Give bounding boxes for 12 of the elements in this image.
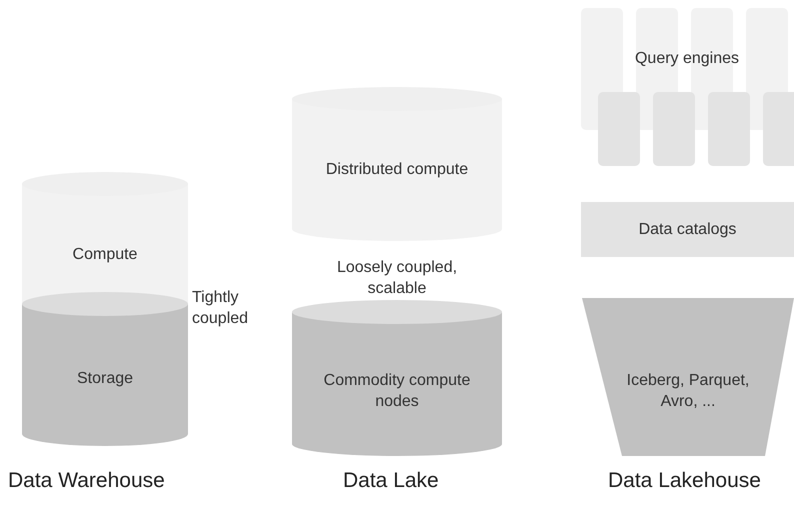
column-caption: Data Warehouse (8, 468, 165, 494)
node-label: Distributed compute (326, 161, 468, 178)
node-label: Commodity compute nodes (324, 372, 470, 410)
node-label: Query engines (634, 50, 740, 67)
node-label: Compute (72, 246, 138, 263)
coupling-note: Tightly coupled (192, 288, 250, 329)
node-label: Iceberg, Parquet, Avro, ... (626, 372, 750, 410)
node-label: Data catalogs (638, 221, 736, 238)
column-caption: Data Lakehouse (608, 468, 761, 494)
column-caption: Data Lake (343, 468, 439, 494)
coupling-note: Loosely coupled, scalable (336, 258, 458, 299)
node-label: Storage (76, 370, 134, 387)
